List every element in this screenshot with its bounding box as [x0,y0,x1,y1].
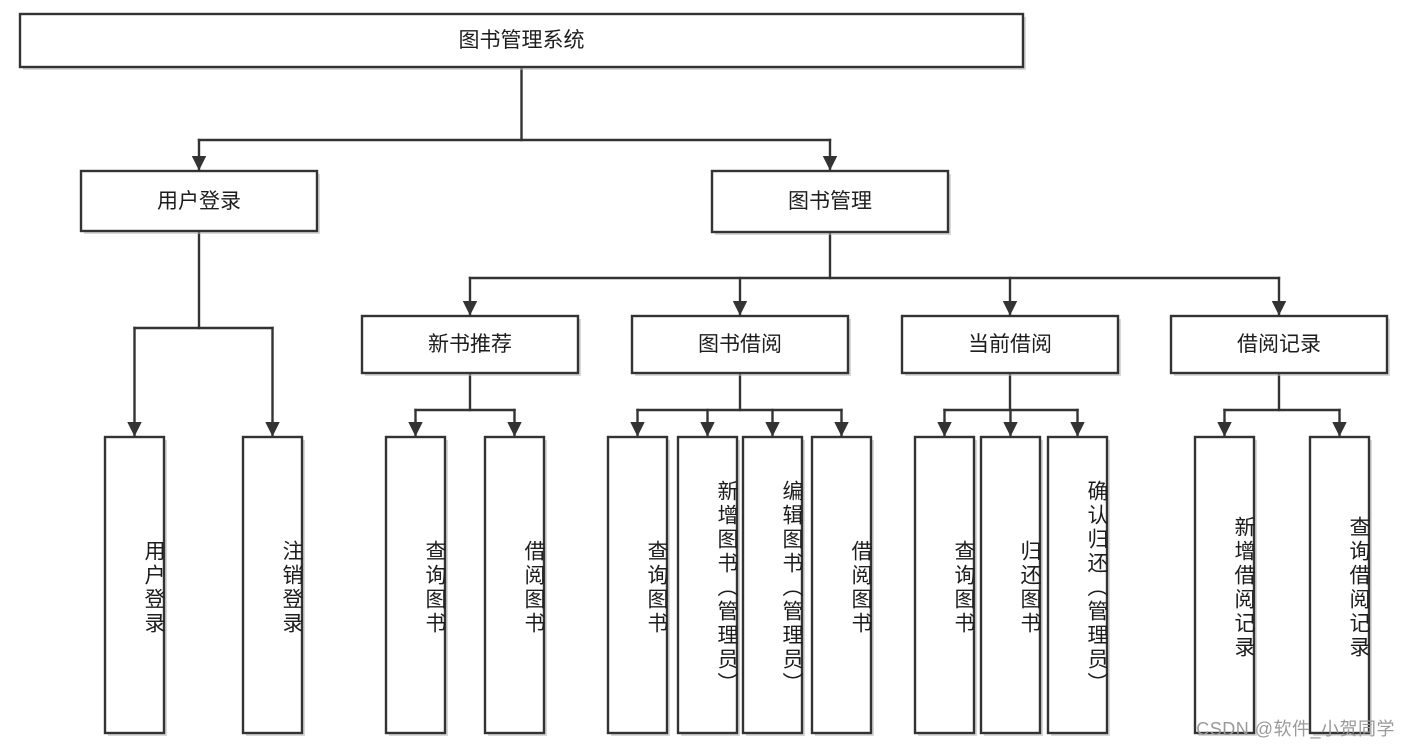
node-box-borrow-query-book[interactable] [606,435,669,735]
node-box-user-login[interactable] [79,169,319,233]
node-box-root[interactable] [18,12,1025,69]
node-box-recommend-borrow-book[interactable] [483,435,546,735]
node-box-current-borrow[interactable] [900,314,1120,375]
node-box-current-query-book[interactable] [913,435,976,735]
node-box-new-book-recommend[interactable] [360,314,580,375]
node-box-borrow-add-book[interactable] [676,435,739,735]
node-box-book-borrow[interactable] [630,314,850,375]
node-box-user-logout[interactable] [241,435,304,735]
node-box-current-confirm-return[interactable] [1046,435,1109,735]
edge-layer [127,65,1347,437]
node-box-user-login-do[interactable] [103,435,166,735]
node-box-recommend-query-book[interactable] [384,435,447,735]
node-box-record-query[interactable] [1308,435,1371,735]
node-box-borrow-edit-book[interactable] [741,435,804,735]
watermark: CSDN @软件_小贺同学 [1196,719,1395,739]
node-box-borrow-borrow-book[interactable] [810,435,873,735]
node-box-current-return-book[interactable] [979,435,1042,735]
node-box-record-add[interactable] [1193,435,1256,735]
node-box-borrow-records[interactable] [1169,314,1389,375]
node-box-layer [18,12,1389,735]
node-box-book-management[interactable] [710,169,950,234]
